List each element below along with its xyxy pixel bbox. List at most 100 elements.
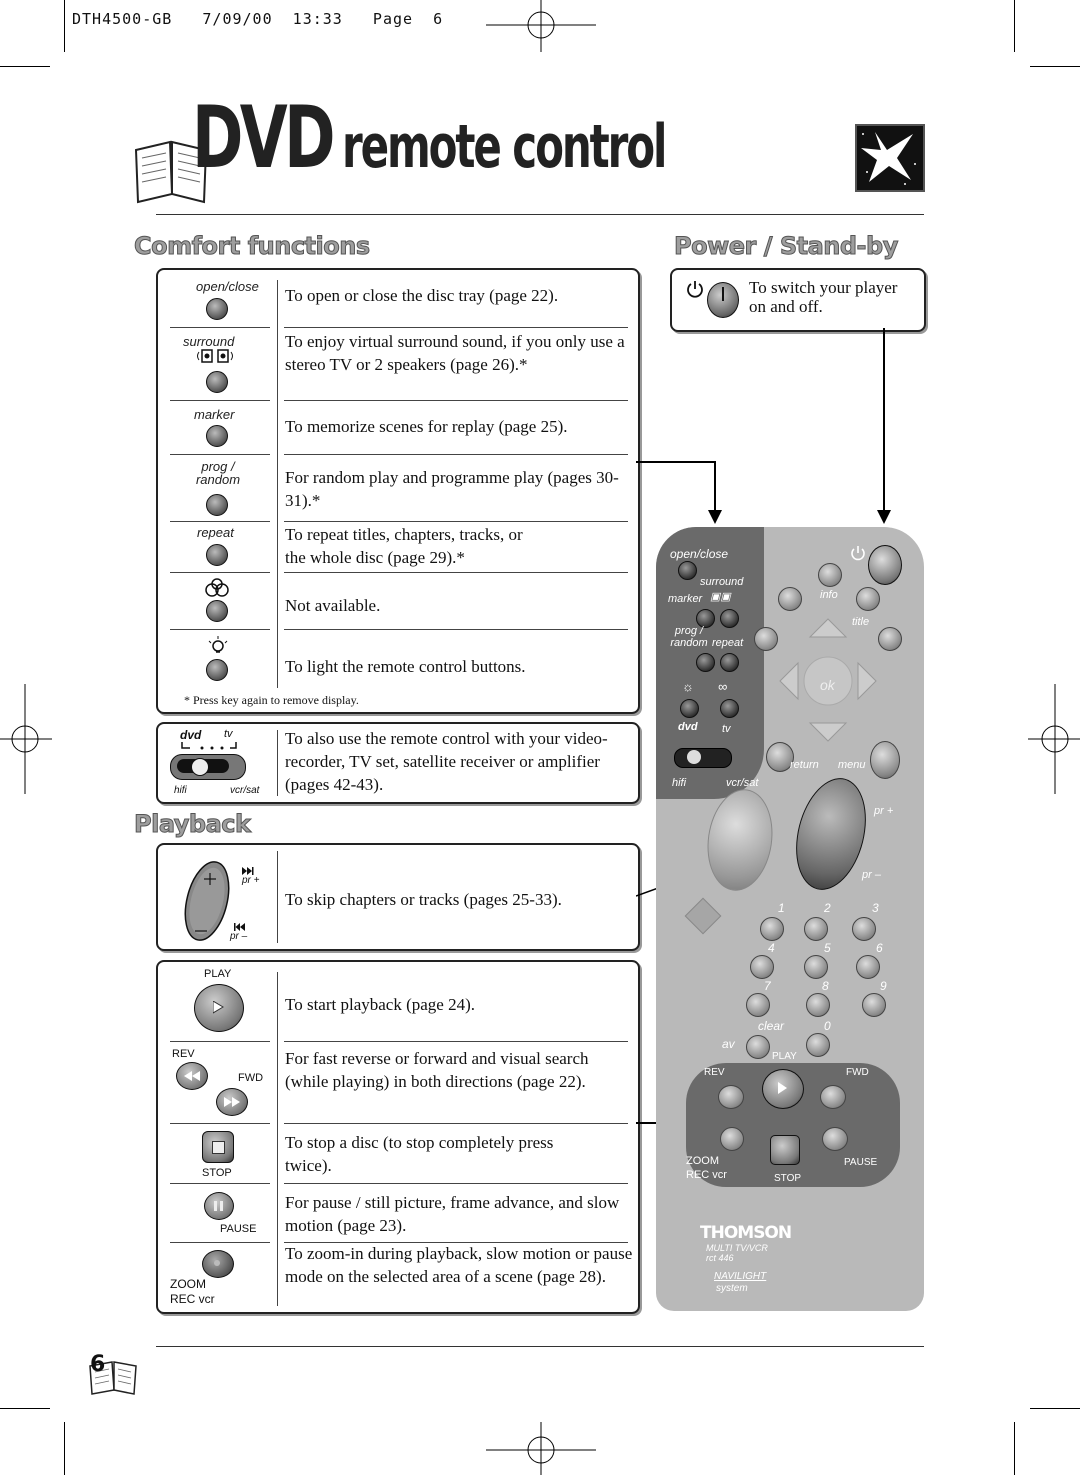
mode-dots-icon bbox=[181, 742, 237, 750]
remote-menu-label: menu bbox=[838, 759, 866, 771]
remote-power-button bbox=[868, 545, 902, 585]
remote-repeat-label: repeat bbox=[712, 637, 744, 649]
row-divider bbox=[170, 1242, 270, 1243]
remote-play-label: PLAY bbox=[772, 1051, 797, 1062]
comfort-functions-panel: open/close To open or close the disc tra… bbox=[156, 268, 640, 714]
fwd-button-icon bbox=[216, 1088, 248, 1116]
stop-label: STOP bbox=[202, 1167, 232, 1179]
remote-prog-random-label: prog / random bbox=[670, 625, 708, 649]
remote-digit-9-button bbox=[862, 993, 886, 1017]
pr-minus-label: pr – bbox=[230, 931, 248, 942]
row-divider bbox=[284, 629, 628, 630]
remote-pause-button bbox=[822, 1127, 848, 1151]
skip-forward-icon bbox=[242, 867, 254, 875]
play-description: To start playback (page 24). bbox=[285, 995, 475, 1014]
open-close-description: To open or close the disc tray (page 22)… bbox=[285, 286, 559, 305]
pause-label: PAUSE bbox=[220, 1223, 257, 1235]
row-divider bbox=[170, 629, 270, 630]
remote-digit-7-label: 7 bbox=[764, 979, 771, 993]
remote-return-label: return bbox=[790, 759, 819, 771]
remote-tv-label: tv bbox=[722, 723, 731, 735]
power-button-icon bbox=[707, 282, 739, 318]
row-divider bbox=[284, 1123, 628, 1124]
row-divider bbox=[170, 400, 270, 401]
marker-button-icon bbox=[206, 425, 228, 447]
fwd-label: FWD bbox=[238, 1072, 264, 1084]
remote-open-close-label: open/close bbox=[670, 547, 729, 561]
mode-switch-panel: dvd tv hifi vcr/sat To also use the remo… bbox=[156, 722, 640, 804]
surround-label: surround bbox=[183, 334, 235, 349]
remote-model-line-2: rct 446 bbox=[706, 1253, 734, 1263]
surround-button-icon bbox=[206, 371, 228, 393]
footer-rule bbox=[156, 1346, 924, 1347]
remote-dvd-label: dvd bbox=[678, 721, 698, 733]
remote-model-line-1: MULTI TV/VCR bbox=[706, 1243, 768, 1253]
pause-button-icon bbox=[204, 1192, 234, 1220]
pr-rocker-button-icon bbox=[184, 861, 230, 941]
light-bulb-icon bbox=[208, 636, 228, 653]
remote-rev-button bbox=[718, 1085, 744, 1109]
connector-line bbox=[883, 328, 885, 514]
connector-line bbox=[636, 461, 715, 463]
remote-surround-button bbox=[720, 609, 739, 628]
remote-zero-label: 0 bbox=[824, 1019, 831, 1033]
prog-random-label: prog / random bbox=[195, 459, 241, 487]
remote-info-up-button bbox=[818, 563, 842, 587]
column-divider bbox=[277, 851, 278, 943]
registration-mark bbox=[0, 684, 52, 794]
remote-av-label: av bbox=[722, 1037, 735, 1051]
remote-digit-4-label: 4 bbox=[768, 941, 775, 955]
remote-digit-3-button bbox=[852, 917, 876, 941]
skip-panel: pr + pr – To skip chapters or tracks (pa… bbox=[156, 843, 640, 951]
skip-description: To skip chapters or tracks (pages 25-33)… bbox=[285, 890, 562, 909]
remote-digit-6-label: 6 bbox=[876, 941, 883, 955]
rev-button-icon bbox=[176, 1062, 208, 1090]
row-divider bbox=[170, 1123, 270, 1124]
remote-left-side-button bbox=[754, 627, 778, 651]
remote-rec-vcr-label: REC vcr bbox=[686, 1169, 727, 1181]
rev-fwd-description: For fast reverse or forward and visual s… bbox=[285, 1049, 589, 1091]
column-divider bbox=[277, 972, 278, 1306]
row-divider bbox=[284, 327, 628, 328]
remote-navigation-pad bbox=[779, 618, 877, 742]
comfort-footnote: * Press key again to remove display. bbox=[184, 693, 359, 707]
remote-digit-5-label: 5 bbox=[824, 941, 831, 955]
stop-button-icon bbox=[202, 1131, 234, 1163]
remote-speaker-icon: ▣▣ bbox=[710, 591, 731, 603]
prog-random-description: For random play and programme play (page… bbox=[285, 468, 619, 510]
column-divider bbox=[277, 730, 278, 796]
remote-surround-label: surround bbox=[700, 576, 744, 588]
remote-play-button bbox=[762, 1069, 804, 1109]
remote-open-close-button bbox=[678, 561, 697, 580]
rev-label: REV bbox=[172, 1048, 195, 1060]
remote-pr-plus-label: pr + bbox=[874, 805, 894, 817]
crop-mark bbox=[1030, 66, 1080, 67]
crop-mark bbox=[1014, 1422, 1015, 1475]
title-rule bbox=[156, 214, 924, 215]
mode-switch-description: To also use the remote control with your… bbox=[285, 729, 608, 794]
registration-mark bbox=[486, 0, 596, 52]
remote-triple-ring-icon: ∞ bbox=[718, 679, 728, 694]
not-available-description: Not available. bbox=[285, 596, 381, 615]
open-book-icon bbox=[134, 140, 208, 204]
crop-mark bbox=[1014, 0, 1015, 52]
print-header: DTH4500-GB 7/09/00 13:33 Page 6 bbox=[72, 10, 444, 28]
remote-digit-4-button bbox=[750, 955, 774, 979]
repeat-description: To repeat titles, chapters, tracks, or t… bbox=[285, 525, 523, 567]
remote-av-button bbox=[746, 1035, 770, 1059]
remote-navilight-label: NAVILIGHT bbox=[714, 1271, 767, 1282]
remote-digit-8-button bbox=[806, 993, 830, 1017]
page-title-rest: remote control bbox=[342, 112, 667, 182]
triple-ring-icon bbox=[205, 578, 229, 597]
remote-digit-1-button bbox=[760, 917, 784, 941]
marker-label: marker bbox=[194, 407, 235, 422]
zoom-button-icon bbox=[202, 1250, 234, 1278]
section-playback: Playback bbox=[133, 810, 251, 839]
arrow-head-icon bbox=[708, 510, 722, 524]
row-divider bbox=[170, 327, 270, 328]
surround-speaker-icon bbox=[197, 349, 233, 363]
open-close-label: open/close bbox=[196, 279, 259, 294]
crop-mark bbox=[0, 1408, 50, 1409]
row-divider bbox=[284, 572, 628, 573]
remote-title-label: title bbox=[852, 616, 870, 628]
